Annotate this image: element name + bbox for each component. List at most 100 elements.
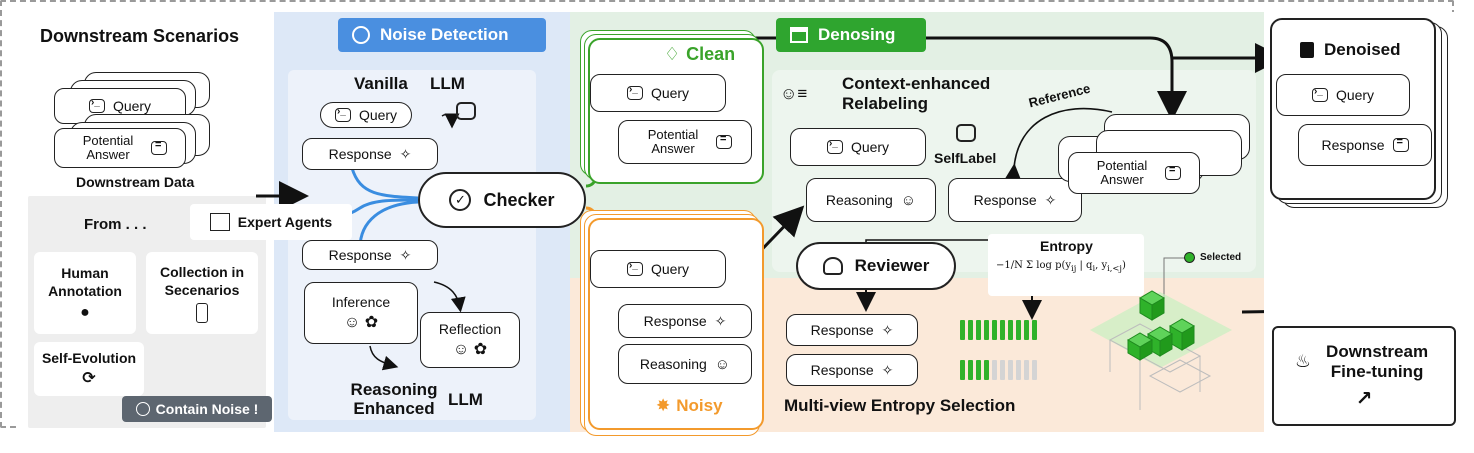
denoised-response-label: Response [1321,137,1385,153]
noisy-reasoning-box: Reasoning ☺ [618,344,752,384]
clean-answer-label: Potential Answer [647,127,699,156]
bar-seg [1000,320,1005,340]
splash-icon: ✸ [656,396,671,415]
reasoning-llm-label: LLM [448,390,483,409]
query-icon [626,84,643,100]
from-label: From . . . [84,216,147,233]
ref-answer-label: Potential Answer [1096,158,1148,187]
bar-seg [1000,360,1005,380]
query-icon [626,260,643,276]
noisy-label: ✸ Noisy [656,396,723,416]
bar-seg [984,320,989,340]
sparkle-icon: ✧ [399,246,412,263]
ref-answer-box: Potential Answer [1068,152,1200,194]
noisy-label-text: Noisy [676,396,723,415]
sparkle-icon: ✧ [714,312,727,329]
self-evolution-label: Self-Evolution [41,350,137,366]
clean-label-text: Clean [686,44,736,64]
robot-brain-icon: ☺ ✿ [452,341,488,358]
query-icon [826,138,843,154]
entropy-bar-row-2 [960,360,1037,380]
dn-query-box: Query [790,128,926,166]
bar-seg [976,360,981,380]
denoising-tag-label: Denosing [818,25,896,44]
collection-label: Collection in Secenarios [160,264,244,298]
expert-agents-label: Expert Agents [237,214,333,230]
downstream-answer-label: Potential Answer [82,133,134,162]
bar-seg [960,360,965,380]
checker-box: ✓ Checker [418,172,586,228]
bar-seg [1008,320,1013,340]
denoised-query-label: Query [1335,87,1375,103]
ms-response1-box: Response ✧ [786,314,918,346]
selflabel-label: SelfLabel [934,150,997,166]
ctx-icon: ☺≡ [780,84,808,103]
denoising-tag: Denosing [776,18,926,52]
human-annotation-card: Human Annotation ● [34,252,136,334]
jar-icon [1300,42,1314,58]
nd-response-label: Response [328,146,392,162]
noisy-response-label: Response [643,313,707,329]
ctx-title: Context-enhanced Relabeling [842,74,991,113]
bar-seg [984,360,989,380]
noisy-query-box: Query [590,250,726,288]
nd-query-box: Query [320,102,412,128]
selected-label: Selected [1200,252,1242,263]
denoised-header: Denoised [1300,40,1401,60]
collection-card: Collection in Secenarios [146,252,258,334]
selflabel-robot-icon [956,124,976,142]
drop-icon: ♢ [664,44,681,64]
dn-reasoning-box: Reasoning ☺ [806,178,936,222]
bar-seg [1016,360,1021,380]
sparkle-icon: ✧ [881,321,894,338]
self-evolution-card: Self-Evolution ⟳ [34,342,144,396]
dn-response-label: Response [973,192,1037,208]
reflection-label: Reflection [438,321,502,337]
clean-answer-box: Potential Answer [618,120,752,164]
bar-seg [1024,320,1029,340]
vanilla-label: Vanilla [354,74,408,93]
reasoning-enhanced-label: Reasoning Enhanced [350,380,438,418]
clean-label: ♢ Clean [664,44,735,65]
robot-icon [456,102,476,120]
query-icon [1311,86,1328,102]
bar-seg [976,320,981,340]
check-badge-icon: ✓ [449,189,472,211]
entropy-formula: −1/N Σ log p(yij | qi, yi,<j) [996,260,1126,273]
downstream-query-label: Query [112,98,152,114]
noisy-reasoning-label: Reasoning [639,356,707,372]
inference-label: Inference [331,294,391,310]
phone-icon [196,303,208,323]
selected-dot-icon [1184,252,1195,263]
dn-query-label: Query [850,139,890,155]
bar-seg [1032,320,1037,340]
message-icon [716,133,732,149]
checker-label: Checker [483,189,555,210]
selected-legend: Selected [1184,252,1241,263]
noise-detection-tag-label: Noise Detection [380,25,509,44]
bar-seg [1024,360,1029,380]
downstream-data-label: Downstream Data [76,174,195,190]
denoised-query-box: Query [1276,74,1410,116]
nd-response2-label: Response [328,247,392,263]
noisy-query-label: Query [650,261,690,277]
downstream-ft-row: ♨ Downstream Fine-tuning [1295,342,1433,382]
reviewer-box: Reviewer [796,242,956,290]
human-annotation-label: Human Annotation [48,265,122,299]
ms-response2-label: Response [810,362,874,378]
entropy-bar-row-1 [960,320,1037,340]
noise-icon [135,402,150,416]
expert-agents-box: Expert Agents [190,204,352,240]
query-icon [88,97,105,113]
downstream-answer-box: Potential Answer [54,128,186,168]
clean-query-label: Query [650,85,690,101]
noisy-response-box: Response ✧ [618,304,752,338]
nd-response-box: Response ✧ [302,138,438,170]
entropy-card: Entropy −1/N Σ log p(yij | qi, yi,<j) [988,234,1144,296]
nd-query-label: Query [358,107,398,123]
refresh-icon: ⟳ [82,370,96,387]
entropy-title: Entropy [1040,238,1093,254]
message-icon [1165,164,1181,180]
message-icon [1392,136,1409,152]
